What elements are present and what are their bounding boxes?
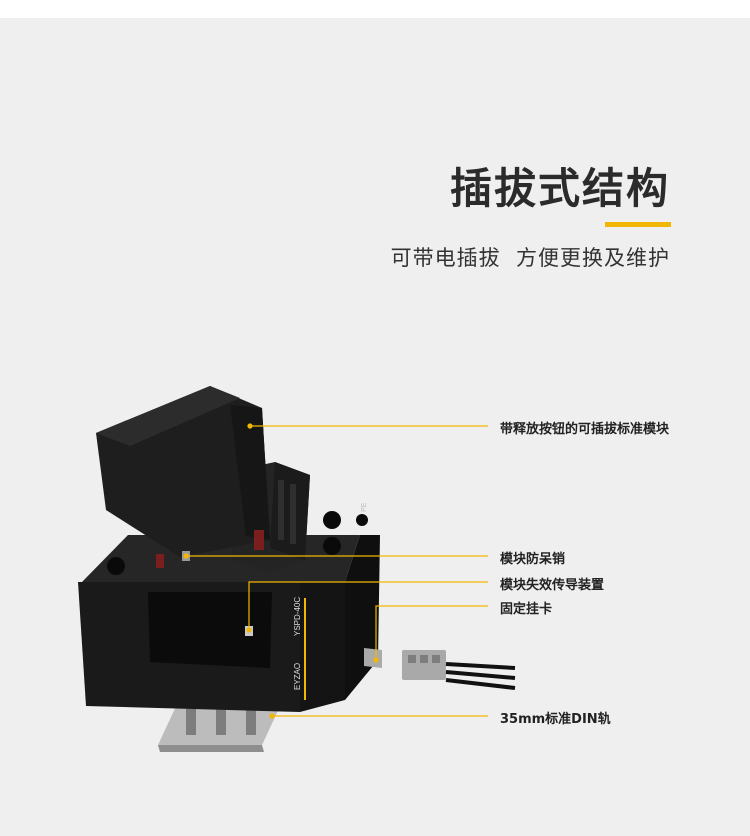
page-subtitle: 可带电插拔 方便更换及维护: [390, 246, 670, 270]
model-label: YSPD-40C: [293, 597, 302, 636]
callout-din-rail: 35mm标准DIN轨: [500, 712, 611, 727]
pe-label: PE: [361, 502, 368, 512]
din-rail: [158, 702, 282, 752]
callout-lines: [183, 423, 488, 719]
callout-failure-indicator: 模块失效传导装置: [500, 578, 605, 593]
title-accent-bar: [605, 222, 671, 227]
brand-label: EYZAO: [293, 663, 302, 690]
callout-mounting-clip: 固定挂卡: [500, 602, 553, 617]
terminal-connector: [402, 650, 516, 690]
callout-pluggable-module: 带释放按钮的可插拔标准模块: [500, 422, 670, 437]
callout-anti-misplug-pin: 模块防呆销: [500, 552, 566, 567]
mounting-clip: [364, 648, 382, 668]
pluggable-module: [96, 386, 270, 568]
page-title: 插拔式结构: [449, 164, 670, 213]
